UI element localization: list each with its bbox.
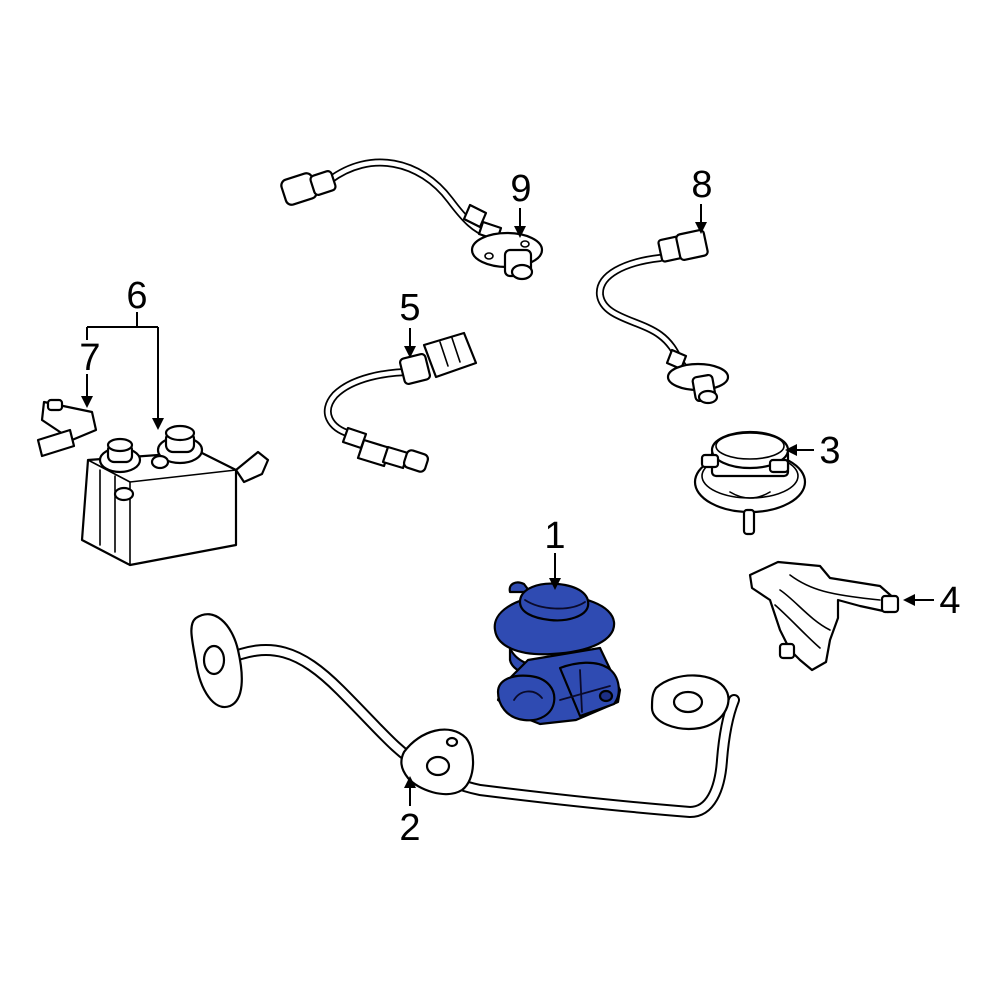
- callout-9: 9: [510, 168, 531, 210]
- oxygen-sensor-8[interactable]: [595, 229, 730, 405]
- leader-9: [514, 208, 526, 238]
- callout-5: 5: [399, 287, 420, 329]
- canister-valve-7[interactable]: [36, 398, 98, 458]
- bracket-4[interactable]: [748, 560, 900, 672]
- oxygen-sensor-5[interactable]: [323, 331, 478, 473]
- leader-2: [404, 776, 416, 806]
- leader-4: [903, 594, 934, 606]
- callout-1: 1: [544, 515, 565, 557]
- leader-3: [785, 444, 814, 456]
- leader-1: [549, 553, 561, 590]
- oxygen-sensor-9[interactable]: [280, 158, 544, 281]
- callout-6: 6: [126, 275, 147, 317]
- egr-pipe-2[interactable]: [190, 613, 740, 818]
- callout-3: 3: [819, 430, 840, 472]
- vapor-canister-6[interactable]: [80, 424, 270, 567]
- callout-8: 8: [691, 164, 712, 206]
- callout-4: 4: [939, 580, 960, 622]
- leader-7: [81, 374, 93, 408]
- egr-valve-1[interactable]: [493, 581, 622, 726]
- leader-6: [86, 312, 164, 430]
- callout-7: 7: [79, 337, 100, 379]
- callout-2: 2: [399, 807, 420, 849]
- leader-5: [404, 328, 416, 358]
- vacuum-modulator-3[interactable]: [693, 430, 807, 536]
- leader-8: [695, 204, 707, 234]
